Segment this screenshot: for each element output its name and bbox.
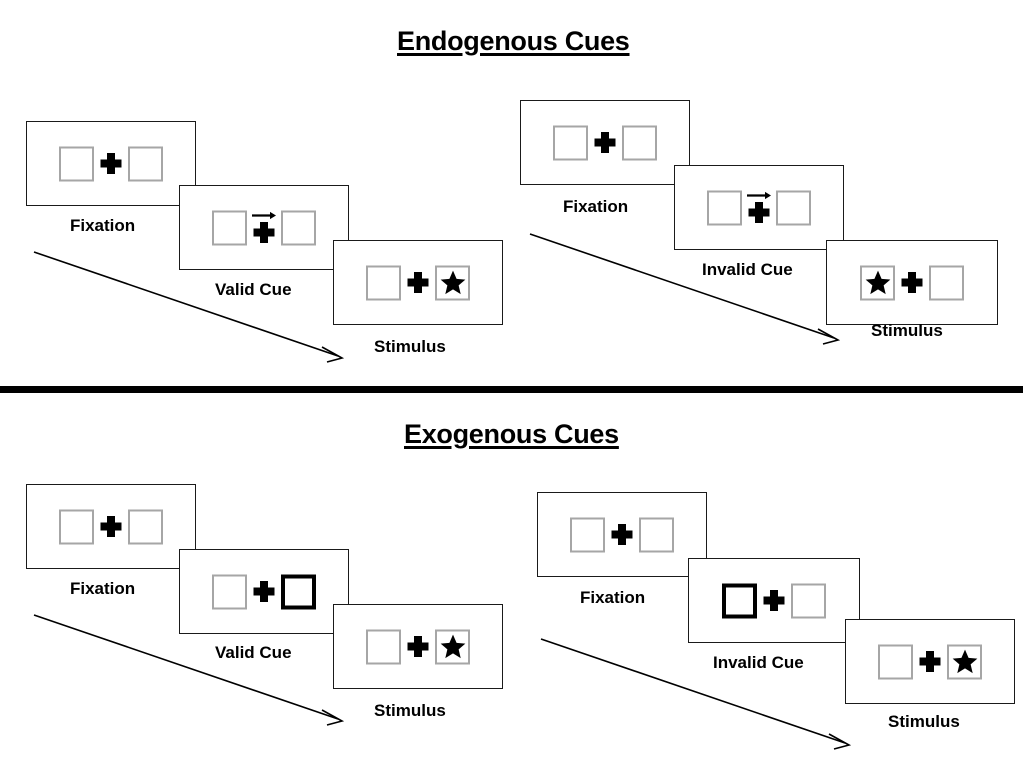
panel-endogenous-invalid-cue <box>674 165 844 250</box>
plus-icon <box>757 583 791 618</box>
placeholder-box-left <box>570 517 605 552</box>
stimulus-row <box>846 644 1014 679</box>
star-icon <box>440 270 466 296</box>
section-title-endogenous: Endogenous Cues <box>397 26 630 56</box>
star-icon <box>440 634 466 660</box>
arrow-right-icon <box>251 209 277 221</box>
panel-endogenous-invalid-stimulus <box>826 240 998 325</box>
placeholder-box-right <box>791 583 826 618</box>
caption-exogenous-valid-stimulus: Stimulus <box>374 701 446 720</box>
caption-endogenous-invalid-cue: Invalid Cue <box>702 260 793 279</box>
caption-endogenous-valid-cue: Valid Cue <box>215 280 292 299</box>
placeholder-box-right-cued <box>281 574 316 609</box>
placeholder-box-right <box>622 125 657 160</box>
placeholder-box-left <box>707 190 742 225</box>
panel-exogenous-invalid-cue <box>688 558 860 643</box>
plus-icon <box>247 210 281 245</box>
panel-exogenous-invalid-stimulus <box>845 619 1015 704</box>
plus-icon <box>742 190 776 225</box>
stimulus-row <box>521 125 689 160</box>
plus-icon <box>895 265 929 300</box>
plus-icon <box>913 644 947 679</box>
stimulus-row <box>27 146 195 181</box>
panel-exogenous-invalid-fixation <box>537 492 707 577</box>
section-divider <box>0 386 1023 393</box>
plus-icon <box>94 146 128 181</box>
panel-exogenous-valid-cue <box>179 549 349 634</box>
stimulus-row <box>827 265 997 300</box>
panel-endogenous-valid-cue <box>179 185 349 270</box>
plus-icon <box>588 125 622 160</box>
placeholder-box-right <box>281 210 316 245</box>
caption-endogenous-valid-stimulus: Stimulus <box>374 337 446 356</box>
plus-icon <box>401 629 435 664</box>
placeholder-box-right <box>639 517 674 552</box>
caption-exogenous-invalid-fixation: Fixation <box>580 588 646 607</box>
placeholder-box-right <box>128 146 163 181</box>
placeholder-box-left <box>553 125 588 160</box>
placeholder-box-left <box>212 574 247 609</box>
placeholder-box-right <box>929 265 964 300</box>
placeholder-box-right <box>776 190 811 225</box>
panel-endogenous-invalid-fixation <box>520 100 690 185</box>
plus-icon <box>247 574 281 609</box>
panel-endogenous-valid-stimulus <box>333 240 503 325</box>
panel-endogenous-valid-fixation <box>26 121 196 206</box>
placeholder-box-left <box>59 509 94 544</box>
placeholder-box-right <box>435 629 470 664</box>
stimulus-row <box>180 574 348 609</box>
plus-icon <box>401 265 435 300</box>
section-title-exogenous: Exogenous Cues <box>404 419 619 449</box>
placeholder-box-left <box>366 265 401 300</box>
placeholder-box-left-cued <box>722 583 757 618</box>
caption-exogenous-valid-fixation: Fixation <box>70 579 136 598</box>
plus-icon <box>605 517 639 552</box>
caption-exogenous-invalid-cue: Invalid Cue <box>713 653 804 672</box>
stimulus-row <box>334 629 502 664</box>
placeholder-box-left <box>878 644 913 679</box>
arrow-right-icon <box>746 189 772 201</box>
caption-endogenous-invalid-fixation: Fixation <box>563 197 629 216</box>
star-icon <box>952 649 978 675</box>
stimulus-row <box>180 210 348 245</box>
stimulus-row <box>538 517 706 552</box>
stimulus-row <box>689 583 859 618</box>
caption-endogenous-invalid-stimulus: Stimulus <box>871 321 943 340</box>
placeholder-box-left <box>59 146 94 181</box>
placeholder-box-right <box>435 265 470 300</box>
placeholder-box-left <box>366 629 401 664</box>
stimulus-row <box>334 265 502 300</box>
placeholder-box-left <box>860 265 895 300</box>
diagonal-arrow-icon-exogenous-invalid <box>540 637 860 755</box>
placeholder-box-right <box>947 644 982 679</box>
stimulus-row <box>27 509 195 544</box>
caption-endogenous-valid-fixation: Fixation <box>70 216 136 235</box>
caption-exogenous-valid-cue: Valid Cue <box>215 643 292 662</box>
placeholder-box-right <box>128 509 163 544</box>
panel-exogenous-valid-fixation <box>26 484 196 569</box>
placeholder-box-left <box>212 210 247 245</box>
star-icon <box>865 270 891 296</box>
plus-icon <box>94 509 128 544</box>
panel-exogenous-valid-stimulus <box>333 604 503 689</box>
caption-exogenous-invalid-stimulus: Stimulus <box>888 712 960 731</box>
stimulus-row <box>675 190 843 225</box>
